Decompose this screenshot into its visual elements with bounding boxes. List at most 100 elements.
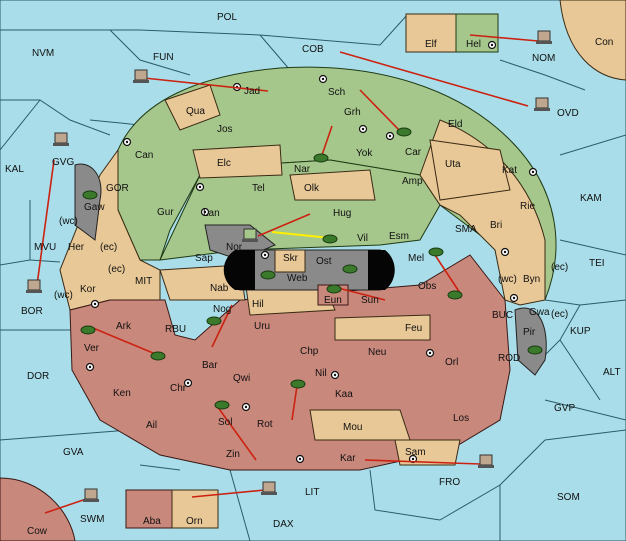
territory-gaw[interactable] (74, 163, 102, 241)
label-esm: Esm (389, 231, 409, 242)
label-rbu: RBU (165, 324, 186, 335)
label-ovd: OVD (557, 108, 579, 119)
army-icon[interactable] (396, 127, 412, 137)
label-amp: Amp (402, 176, 423, 187)
label-sun: Sun (361, 295, 379, 306)
army-icon[interactable] (313, 153, 329, 163)
order-arrow (211, 304, 233, 348)
supply-center (241, 402, 251, 412)
label-coast: (ec) (551, 309, 568, 320)
label-ost: Ost (316, 256, 332, 267)
label-obs: Obs (418, 281, 436, 292)
supply-center (122, 137, 132, 147)
label-los: Los (453, 413, 469, 424)
army-icon[interactable] (260, 270, 276, 280)
supply-center (408, 454, 418, 464)
label-qua: Qua (186, 106, 205, 117)
label-alt: ALT (603, 367, 621, 378)
army-icon[interactable] (82, 190, 98, 200)
order-arrow (469, 34, 539, 42)
support-arrow (271, 231, 331, 239)
label-ver: Ver (84, 343, 100, 354)
territory-pir[interactable] (514, 307, 547, 376)
label-pol: POL (217, 12, 237, 23)
label-gor: GOR (106, 183, 129, 194)
label-dor: DOR (27, 371, 49, 382)
army-icon[interactable] (214, 400, 230, 410)
label-olk: Olk (304, 183, 320, 194)
order-arrows (36, 34, 539, 514)
fleet-icon[interactable] (261, 481, 277, 495)
label-ail: Ail (146, 420, 157, 431)
army-icon[interactable] (290, 379, 306, 389)
label-tei: TEI (589, 258, 605, 269)
label-gvg: GVG (52, 157, 74, 168)
label-nog: Nog (213, 304, 231, 315)
label-jad: Jad (244, 86, 260, 97)
army-icon[interactable] (527, 345, 543, 355)
army-icon[interactable] (447, 290, 463, 300)
label-feu: Feu (405, 323, 422, 334)
territory-elc[interactable] (192, 144, 283, 179)
territory-skr[interactable] (274, 249, 306, 273)
army-icon[interactable] (428, 247, 444, 257)
label-kaa: Kaa (335, 389, 353, 400)
order-arrow (434, 254, 461, 294)
supply-center (295, 454, 305, 464)
territory-feu[interactable] (334, 314, 431, 341)
label-gwa: Gwa (529, 307, 550, 318)
label-fro: FRO (439, 477, 460, 488)
fleet-icon[interactable] (83, 488, 99, 502)
army-icon[interactable] (326, 284, 342, 294)
black-wedges (223, 250, 395, 290)
supply-center (260, 250, 270, 260)
army-icon[interactable] (150, 351, 166, 361)
territory-uta[interactable] (429, 139, 511, 201)
order-arrow (337, 287, 386, 301)
territory-qua[interactable] (164, 84, 221, 131)
fleet-icon[interactable] (536, 30, 552, 44)
order-arrow (321, 125, 333, 156)
label-nil: Nil (315, 368, 327, 379)
order-arrow (143, 77, 269, 92)
supply-center (425, 348, 435, 358)
fleet-icon[interactable] (534, 97, 550, 111)
label-car: Car (405, 147, 422, 158)
fleet-icon[interactable] (133, 69, 149, 83)
label-sap: Sap (195, 253, 213, 264)
supply-center (528, 167, 538, 177)
army-icon[interactable] (80, 325, 96, 335)
label-buc: BUC (492, 310, 513, 321)
label-pir: Pir (523, 327, 536, 338)
army-icon[interactable] (206, 316, 222, 326)
label-vil: Vil (357, 233, 368, 244)
army-icon[interactable] (342, 264, 358, 274)
fleet-icon[interactable] (478, 454, 494, 468)
label-her: Her (68, 242, 85, 253)
territory-aba[interactable] (125, 489, 173, 529)
label-cow: Cow (27, 526, 48, 537)
army-icon[interactable] (322, 234, 338, 244)
supply-center (318, 74, 328, 84)
label-sol: Sol (218, 417, 232, 428)
supply-center (385, 131, 395, 141)
fleet-icon[interactable] (53, 132, 69, 146)
label-coast: (ec) (100, 242, 117, 253)
territory-olk[interactable] (289, 169, 376, 201)
fleet-icon[interactable] (242, 228, 258, 242)
order-arrow (191, 489, 266, 498)
label-sam: Sam (405, 447, 426, 458)
territory-elf[interactable] (405, 13, 457, 53)
fleet-icon[interactable] (26, 279, 42, 293)
label-yok: Yok (356, 148, 373, 159)
sea-borders (0, 13, 626, 541)
supply-center (500, 247, 510, 257)
label-web: Web (287, 273, 308, 284)
territory-nab[interactable] (159, 264, 246, 301)
label-chp: Chp (300, 346, 319, 357)
label-gur: Gur (157, 207, 174, 218)
label-kam: KAM (580, 193, 602, 204)
label-orn: Orn (186, 516, 203, 527)
supply-center (90, 299, 100, 309)
